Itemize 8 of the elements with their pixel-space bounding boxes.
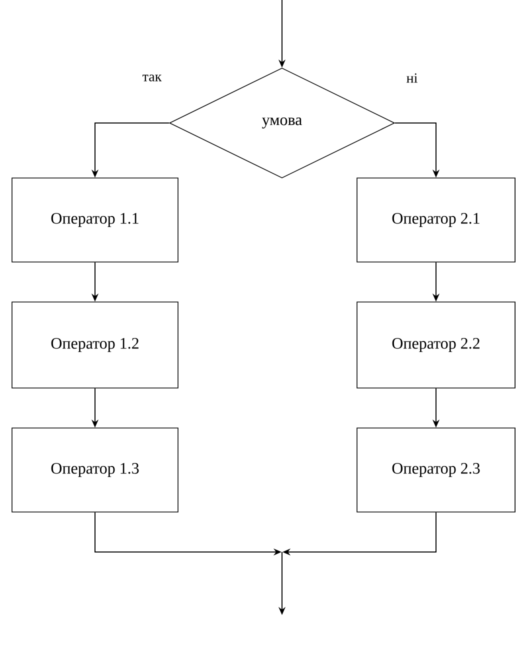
edge-label: так	[141, 74, 163, 82]
process-box: Оператор 1.3	[12, 428, 178, 512]
process-box: Оператор 1.2	[12, 302, 178, 388]
process-box: Оператор 2.3	[356, 428, 516, 512]
edge-label: ні	[405, 72, 419, 84]
process-box: Оператор 2.1	[356, 178, 516, 262]
process-box: Оператор 1.1	[12, 178, 178, 262]
process-box: Оператор 2.2	[356, 302, 516, 388]
